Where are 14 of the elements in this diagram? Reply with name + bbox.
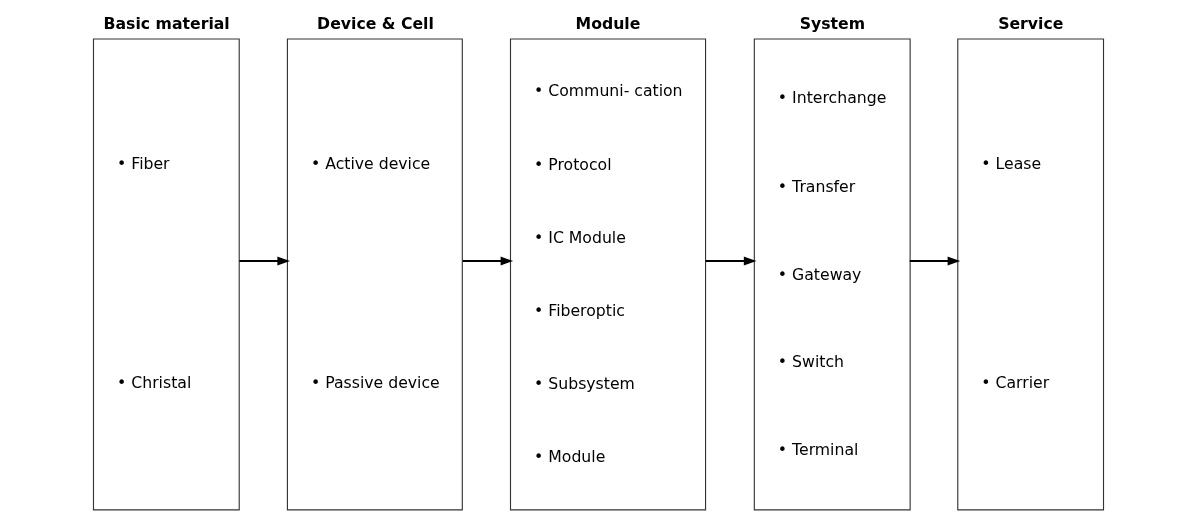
arrow — [908, 256, 961, 266]
node-label: Module — [575, 14, 641, 34]
arrow — [461, 256, 514, 266]
node-box: • Lease • Carrier — [957, 38, 1105, 511]
arrow — [238, 256, 290, 266]
node-label: Basic material — [103, 14, 230, 34]
node-box: • Fiber • Christal — [92, 38, 240, 511]
node-box: • Interchange • Transfer • Gateway • Switch • Terminal — [753, 38, 911, 511]
arrow — [704, 256, 757, 266]
node-label: Service — [998, 14, 1064, 34]
node-label: System — [799, 14, 866, 34]
node-box: • Communi- cation • Protocol • IC Module • Fiberoptic • Subsystem • Module — [509, 38, 707, 511]
node-label: Device & Cell — [317, 14, 434, 34]
node-box: • Active device • Passive device — [286, 38, 463, 511]
